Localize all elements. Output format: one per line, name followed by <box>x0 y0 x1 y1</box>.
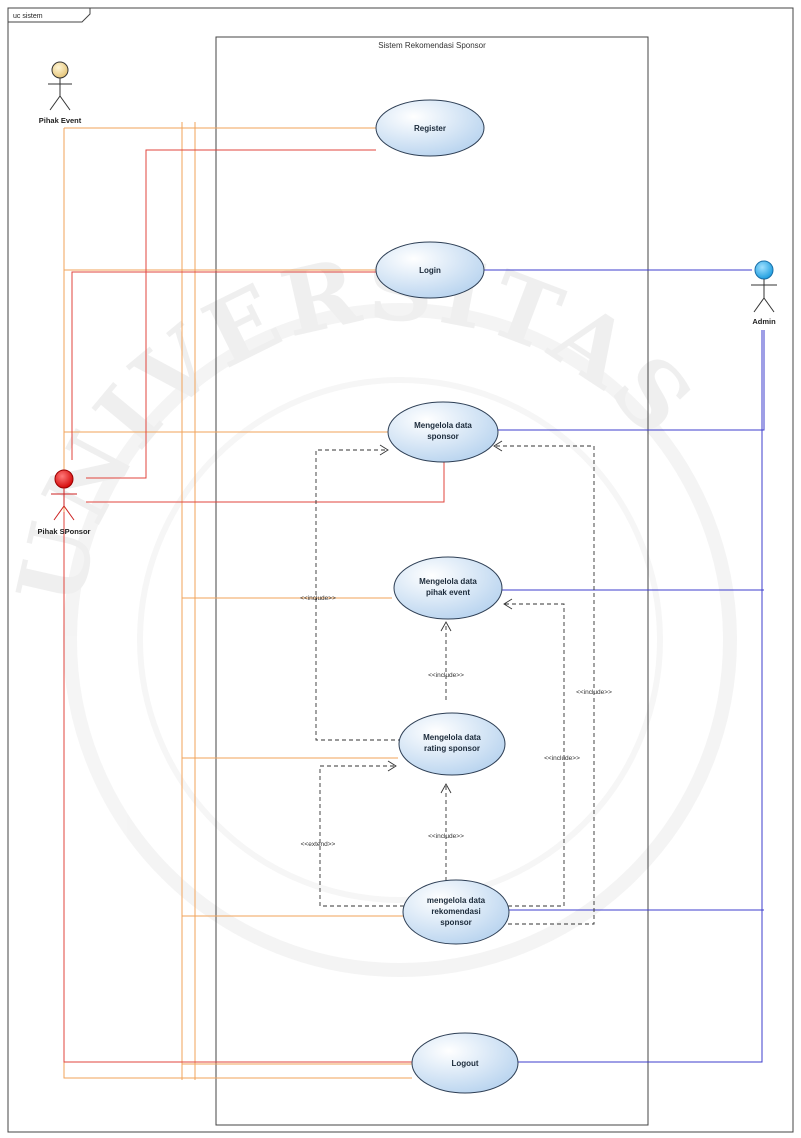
actor-label: Pihak Event <box>39 116 82 125</box>
use-case-label: Logout <box>451 1059 478 1068</box>
use-case-label: Mengelola data <box>414 421 472 430</box>
extend-label: <<extend>> <box>301 841 336 848</box>
include-label: <<include>> <box>576 689 612 696</box>
use-case-label: Mengelola data <box>419 577 477 586</box>
use-case-logout[interactable]: Logout <box>411 1032 519 1094</box>
actor-admin[interactable]: Admin <box>751 260 777 326</box>
watermark: UNIVERSITAS <box>0 236 737 977</box>
actor-pihak-event[interactable]: Pihak Event <box>39 61 82 125</box>
admin-associations <box>484 269 765 1063</box>
use-case-kelola-sponsor[interactable]: Mengelola data sponsor <box>387 401 499 463</box>
use-case-label: rekomendasi <box>431 907 480 916</box>
system-boundary: Sistem Rekomendasi Sponsor <box>215 36 649 1126</box>
system-title: Sistem Rekomendasi Sponsor <box>378 41 486 50</box>
use-case-label: Mengelola data <box>423 733 481 742</box>
stick-figure-icon <box>48 78 72 111</box>
watermark-text: UNIVERSITAS <box>0 236 715 615</box>
actor-label: Admin <box>752 317 776 326</box>
use-case-label: sponsor <box>440 918 472 927</box>
dependency-arrowheads <box>379 440 513 794</box>
use-case-login[interactable]: Login <box>375 241 485 299</box>
use-case-label: mengelola data <box>427 896 486 905</box>
pihak-sponsor-associations <box>63 149 445 1063</box>
use-case-kelola-pihak-event[interactable]: Mengelola data pihak event <box>393 556 503 620</box>
use-case-label: sponsor <box>427 432 459 441</box>
use-case-label: pihak event <box>426 588 470 597</box>
stick-figure-icon <box>51 488 77 521</box>
use-case-label: Register <box>414 124 446 133</box>
actor-label: Pihak SPonsor <box>38 527 91 536</box>
actor-pihak-sponsor[interactable]: Pihak SPonsor <box>38 469 91 536</box>
include-label: <<include>> <box>428 672 464 679</box>
diagram-frame: uc sistem <box>7 7 794 1133</box>
actor-head-icon <box>754 260 774 280</box>
frame-label: uc sistem <box>13 13 43 20</box>
dependency-relations <box>315 445 595 925</box>
pihak-event-associations <box>63 122 412 1080</box>
use-case-label: rating sponsor <box>424 744 480 753</box>
actor-head-icon <box>54 469 74 489</box>
use-case-kelola-rating[interactable]: Mengelola data rating sponsor <box>398 712 506 776</box>
stick-figure-icon <box>751 279 777 313</box>
use-case-label: Login <box>419 266 441 275</box>
relation-labels: <<include>> <<include>> <<include>> <<ex… <box>300 595 612 848</box>
include-label: <<include>> <box>544 755 580 762</box>
actor-head-icon <box>51 61 69 79</box>
include-label: <<include>> <box>300 595 336 602</box>
use-case-kelola-rekomendasi[interactable]: mengelola data rekomendasi sponsor <box>402 879 510 945</box>
use-case-register[interactable]: Register <box>375 99 485 157</box>
include-label: <<include>> <box>428 833 464 840</box>
